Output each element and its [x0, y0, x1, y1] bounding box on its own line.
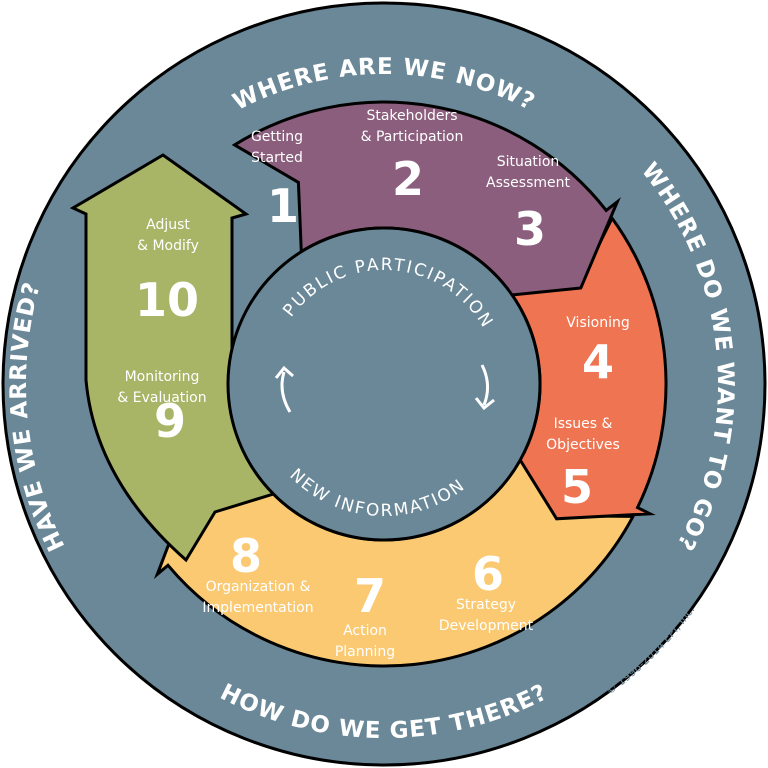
step-label: Strategy [456, 597, 516, 613]
step-label: Getting [251, 129, 303, 145]
step-number: 2 [392, 152, 424, 206]
step-number: 5 [561, 460, 593, 514]
step-9: 9 Monitoring & Evaluation [117, 369, 206, 448]
step-label: Development [439, 618, 534, 634]
step-label: Visioning [566, 315, 629, 331]
step-2: 2 Stakeholders & Participation [361, 108, 464, 206]
cycle-arrow-left-icon [274, 365, 294, 413]
step-label: Issues & [554, 416, 613, 432]
step-label: Organization & [206, 579, 311, 595]
step-label: Adjust [146, 217, 190, 233]
step-label: Planning [335, 644, 395, 660]
cycle-arrow-right-icon [474, 364, 495, 411]
step-10: 10 Adjust & Modify [135, 217, 199, 327]
step-number: 6 [472, 547, 504, 601]
center-circle [226, 226, 542, 542]
step-label: & Participation [361, 129, 464, 145]
step-5: 5 Issues & Objectives [546, 416, 620, 514]
step-number: 10 [135, 273, 199, 327]
step-number: 9 [154, 394, 186, 448]
step-number: 4 [582, 335, 614, 389]
step-label: & Modify [137, 238, 199, 254]
step-number: 1 [267, 179, 299, 233]
step-label: Assessment [486, 175, 570, 191]
step-label: Objectives [546, 437, 620, 453]
step-label: Monitoring [125, 369, 200, 385]
step-number: 8 [230, 529, 262, 583]
step-number: 7 [354, 569, 386, 623]
step-label: Implementation [202, 600, 313, 616]
step-label: Action [343, 623, 387, 639]
step-label: & Evaluation [117, 390, 206, 406]
step-label: Started [251, 150, 303, 166]
step-label: Situation [497, 154, 560, 170]
step-4: 4 Visioning [566, 315, 629, 389]
step-number: 3 [514, 202, 546, 256]
step-label: Stakeholders [366, 108, 457, 124]
